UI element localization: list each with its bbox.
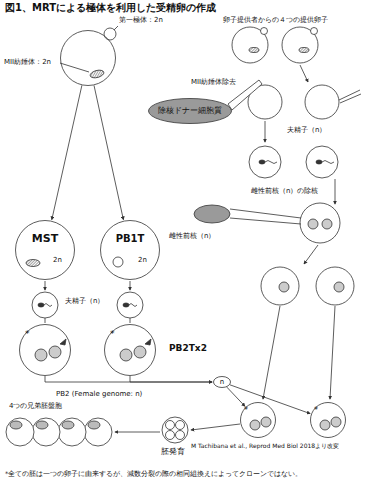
annotation-label: 卵子提供者からの４つの提供卵子	[222, 16, 329, 24]
cell-node: n	[213, 376, 231, 388]
cell-node: 除核ドナー細胞質	[148, 98, 232, 124]
annotation-label: M Tachibana et al., Reprod Med Biol 2018…	[190, 443, 340, 450]
connector-arrow	[52, 85, 82, 219]
cell-text: 2n	[138, 256, 147, 264]
cell-membrane	[214, 377, 231, 388]
cell-membrane	[241, 403, 276, 438]
cell-membrane	[16, 221, 75, 280]
cell-node: PB1T 2n	[100, 220, 160, 280]
cell-node: *	[310, 402, 346, 438]
cell-node: *	[19, 324, 71, 376]
connector-arrow	[45, 376, 212, 382]
cell-membrane	[61, 31, 116, 86]
connector-arrow	[227, 387, 245, 406]
connector-arrow	[130, 376, 212, 382]
cell-text: PB1T	[100, 233, 160, 245]
cell-node: *	[240, 402, 276, 438]
annotation-label: 雌性前核（n）の除核	[250, 187, 319, 195]
cell-node: MST 2n	[15, 220, 75, 280]
annotation-label: MII紡錘体除去	[190, 78, 237, 86]
cell-membrane	[149, 99, 232, 124]
cell-membrane	[311, 403, 346, 438]
figure-title: 図1、MRTによる極体を利用した受精卵の作成	[4, 2, 217, 14]
annotation-label: 雌性前核（n）	[168, 232, 216, 240]
annotation-label: PB2Tx2	[168, 343, 208, 353]
cell-outline	[60, 30, 116, 86]
annotation-label: 夫精子（n）	[64, 297, 105, 305]
cell-text: 除核ドナー細胞質	[148, 106, 232, 115]
cell-membrane	[105, 325, 156, 376]
cell-node: 第一極体：2nMII紡錘体：2n	[60, 30, 116, 86]
annotation-label: 夫精子（n）	[286, 126, 327, 134]
cell-outline	[15, 220, 75, 280]
cell-text: *	[25, 329, 30, 339]
cell-text: MST	[15, 233, 75, 246]
cell-text: 2n	[53, 256, 62, 264]
cell-text: *	[244, 406, 248, 415]
annotation-label: 胚発育	[160, 447, 186, 456]
cell-membrane	[101, 221, 160, 280]
cell-node: *	[104, 324, 156, 376]
cell-membrane	[20, 325, 71, 376]
cell-text: *	[314, 406, 318, 415]
cell-outline	[100, 220, 160, 280]
cell-text: MII紡錘体：2n	[3, 58, 52, 66]
connector-arrow	[230, 385, 310, 414]
annotation-label: 4つの兄弟胚盤胞	[8, 402, 63, 410]
cell-text: 第一極体：2n	[118, 16, 164, 24]
connector-arrow	[94, 85, 123, 219]
footnote: *全ての胚は一つの卵子に由来するが、減数分裂の際の相同組換えによってクローンでは…	[4, 471, 365, 478]
annotation-label: PB2 (Female genome: n)	[55, 390, 143, 398]
cell-text: *	[110, 329, 115, 339]
cell-text: n	[213, 378, 231, 386]
